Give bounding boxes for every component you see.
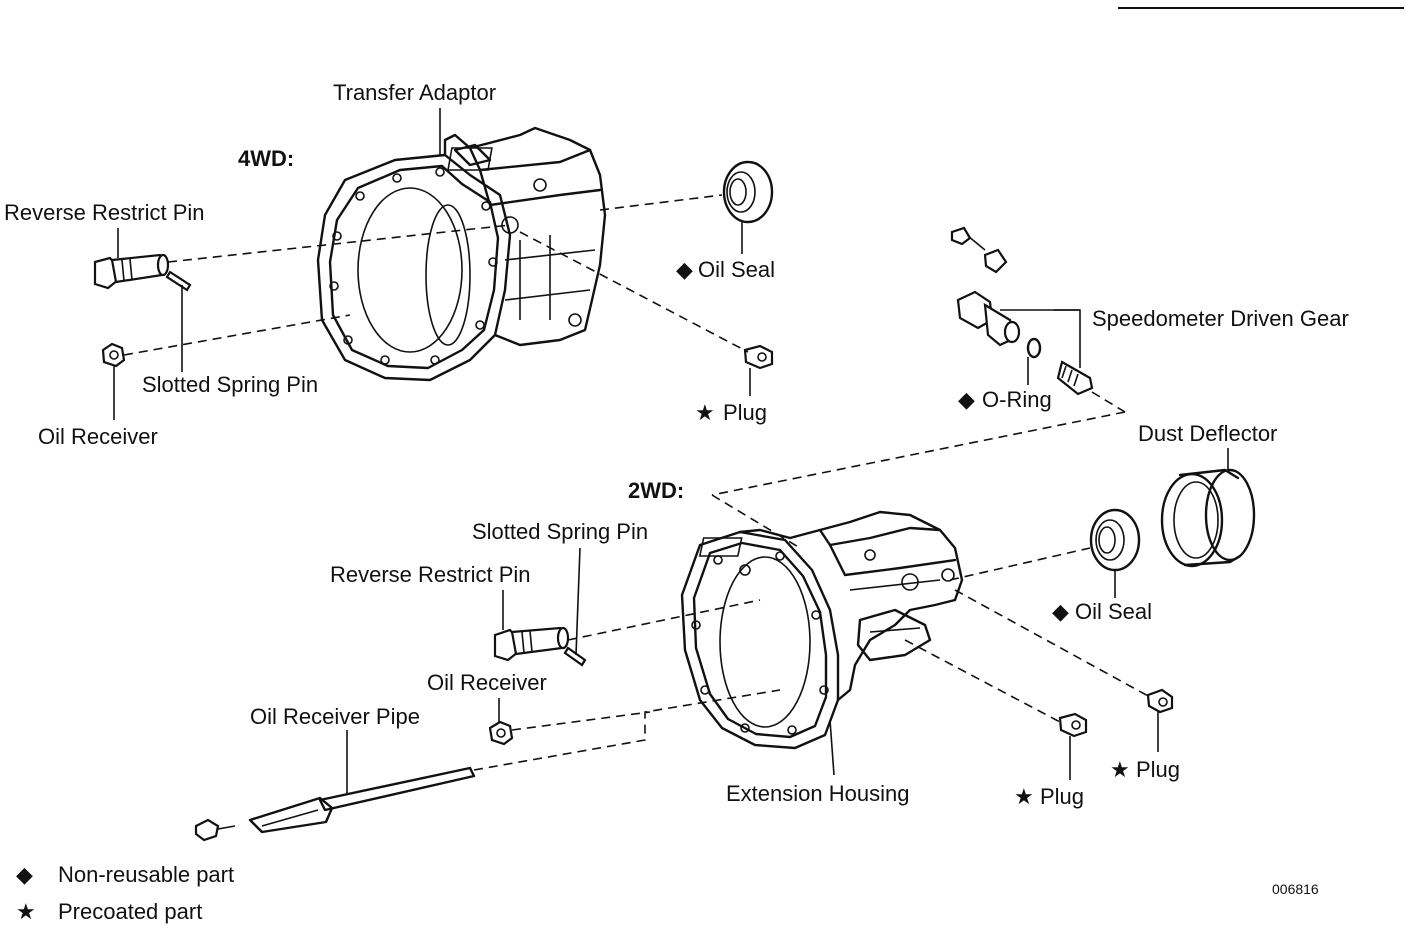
non-reusable-symbol: ◆ [958,387,975,412]
precoated-symbol: ★ [1014,784,1034,809]
oil-receiver-pipe-drawing [194,766,476,842]
transfer-adaptor-drawing [316,126,607,382]
extension-housing-drawing [680,510,964,750]
non-reusable-symbol: ◆ [676,257,693,282]
dashed-assembly-lines [123,194,1151,771]
non-reusable-symbol: ◆ [1052,599,1069,624]
slotted-spring-pin-2wd-drawing [563,646,587,667]
label-transfer-adaptor: Transfer Adaptor [333,80,496,105]
label-plug-2wd-b: Plug [1136,757,1180,782]
label-plug-2wd-a: Plug [1040,784,1084,809]
precoated-symbol: ★ [695,400,715,425]
label-oil-seal-2wd: Oil Seal [1075,599,1152,624]
plug-4wd-drawing [743,344,774,370]
section-2wd-label: 2WD: [628,478,684,503]
reverse-restrict-pin-4wd-drawing [93,253,170,290]
legend-non-reusable-symbol: ◆ [16,862,33,887]
label-o-ring: O-Ring [982,387,1052,412]
section-4wd-label: 4WD: [238,146,294,171]
label-reverse-restrict-pin-4wd: Reverse Restrict Pin [4,200,205,225]
plug-2wd-b-drawing [1146,688,1174,714]
slotted-spring-pin-4wd-drawing [165,270,192,292]
speedometer-driven-gear-drawing [956,290,1094,396]
legend-precoated-symbol: ★ [16,899,36,924]
plug-2wd-a-drawing [1058,712,1088,738]
label-extension-housing: Extension Housing [726,781,909,806]
oil-seal-2wd-drawing [1089,508,1141,572]
label-oil-receiver-2wd: Oil Receiver [427,670,547,695]
label-oil-receiver-4wd: Oil Receiver [38,424,158,449]
legend-precoated-text: Precoated part [58,899,202,924]
label-slotted-spring-pin-2wd: Slotted Spring Pin [472,519,648,544]
label-oil-receiver-pipe: Oil Receiver Pipe [250,704,420,729]
leader-lines [113,108,1229,795]
dust-deflector-drawing [1160,468,1256,568]
oil-seal-4wd-drawing [722,160,774,224]
label-reverse-restrict-pin-2wd: Reverse Restrict Pin [330,562,531,587]
label-oil-seal-4wd: Oil Seal [698,257,775,282]
label-slotted-spring-pin-4wd: Slotted Spring Pin [142,372,318,397]
label-dust-deflector: Dust Deflector [1138,421,1277,446]
oil-receiver-2wd-drawing [488,720,514,746]
reverse-restrict-pin-2wd-drawing [493,626,570,662]
figure-code: 006816 [1272,881,1319,897]
label-speedometer-driven-gear: Speedometer Driven Gear [1092,306,1349,331]
precoated-symbol: ★ [1110,757,1130,782]
legend-non-reusable-text: Non-reusable part [58,862,234,887]
speedometer-bolt-drawing [950,226,1008,274]
oil-receiver-4wd-drawing [101,342,126,368]
label-plug-4wd: Plug [723,400,767,425]
o-ring-drawing [1026,337,1042,359]
